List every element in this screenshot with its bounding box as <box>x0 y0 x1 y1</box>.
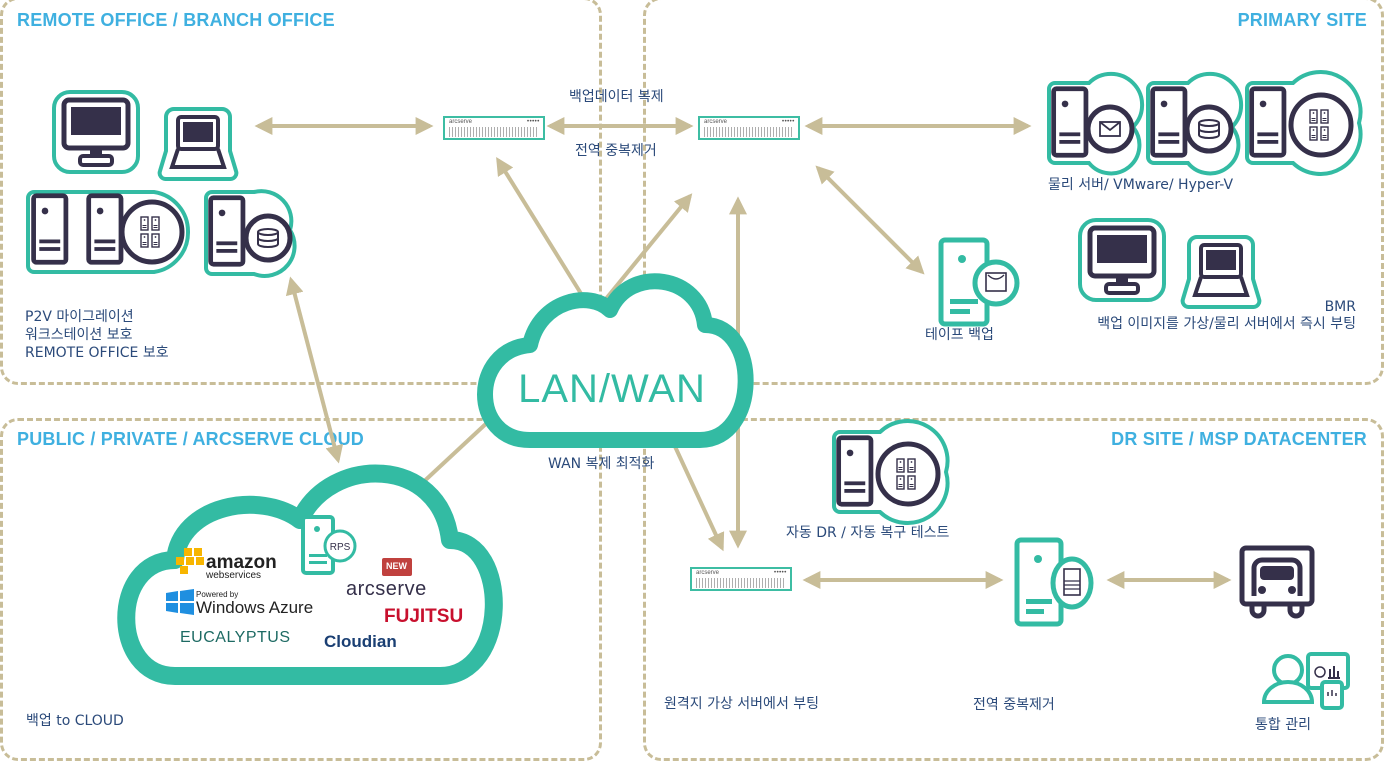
remote-boot-caption: 원격지 가상 서버에서 부팅 <box>664 696 820 712</box>
cloud-caption: 백업 to CLOUD <box>26 713 124 729</box>
cloudian-logo: Cloudian <box>324 632 397 651</box>
virtualization-server-icon <box>1245 70 1363 176</box>
database-server-icon <box>1146 71 1244 176</box>
server-cluster-icon <box>26 190 191 274</box>
appliance-leds: ••••• <box>773 569 787 576</box>
dedup-storage-server-icon <box>1014 537 1094 627</box>
primary-appliance: arcserve ••••• <box>698 116 800 140</box>
rps-label: RPS <box>330 542 351 553</box>
remote-office-icons <box>26 0 297 278</box>
appliance-vent <box>449 127 539 137</box>
tape-server-icon <box>938 237 1020 327</box>
arcserve-logo: arcserve <box>346 578 427 600</box>
tape-backup-caption: 테이프 백업 <box>925 327 994 343</box>
dedup-label: 전역 중복제거 <box>575 143 657 159</box>
bmr-caption: 백업 이미지를 가상/물리 서버에서 즉시 부팅 <box>1097 316 1356 332</box>
replication-label: 백업데이터 복제 <box>569 89 664 105</box>
appliance-leds: ••••• <box>781 118 795 125</box>
zone-primary-site <box>643 0 1384 385</box>
arrow-lan-to-remote-appliance <box>496 156 587 302</box>
lan-wan-label: LAN/WAN <box>518 367 706 411</box>
amazon-logo: amazon <box>206 552 277 573</box>
database-server-icon <box>204 189 297 278</box>
cloud-shape-icon <box>477 273 754 448</box>
eucalyptus-logo: EUCALYPTUS <box>180 629 291 646</box>
cloud-title: PUBLIC / PRIVATE / ARCSERVE CLOUD <box>17 429 364 449</box>
truck-icon <box>1239 545 1315 619</box>
auto-dr-caption: 자동 DR / 자동 복구 테스트 <box>786 525 950 541</box>
auto-dr-server-icon <box>832 419 950 525</box>
dr-appliance: arcserve ••••• <box>690 567 792 591</box>
remote-office-caption-2: 워크스테이션 보호 <box>25 327 133 343</box>
new-badge: NEW <box>386 561 407 571</box>
primary-site-title: PRIMARY SITE <box>1237 10 1367 30</box>
amazon-cubes-icon <box>176 548 204 574</box>
management-caption: 통합 관리 <box>1255 717 1311 733</box>
dr-site-title: DR SITE / MSP DATACENTER <box>1111 429 1367 449</box>
appliance-brand: arcserve <box>449 119 473 125</box>
arrow-lan-to-primary-appliance <box>603 193 693 302</box>
new-badge-bg <box>382 558 412 576</box>
remote-office-caption-3: REMOTE OFFICE 보호 <box>25 345 169 361</box>
appliance-brand: arcserve <box>704 119 728 125</box>
bmr-label: BMR <box>1324 299 1356 315</box>
azure-windows-icon <box>166 589 194 615</box>
remote-office-title: REMOTE OFFICE / BRANCH OFFICE <box>17 10 335 30</box>
arrow-lan-to-dr-appliance <box>670 439 725 552</box>
appliance-vent <box>704 127 794 137</box>
public-cloud: RPS <box>117 464 503 685</box>
dr-dedup-caption: 전역 중복제거 <box>973 697 1055 713</box>
primary-site-icons <box>938 70 1363 327</box>
azure-logo-prefix: Powered by <box>196 590 239 599</box>
rps-server-icon: RPS <box>301 515 357 575</box>
remote-office-caption-1: P2V 마이그레이션 <box>25 309 134 325</box>
zone-dr-site <box>643 418 1384 761</box>
remote-appliance: arcserve ••••• <box>443 116 545 140</box>
appliance-vent <box>696 578 786 588</box>
primary-servers-caption: 물리 서버/ VMware/ Hyper-V <box>1048 177 1234 193</box>
amazon-logo-sub: webservices <box>206 570 262 581</box>
fujitsu-logo: FUJITSU <box>384 606 464 627</box>
appliance-leds: ••••• <box>526 118 540 125</box>
wan-caption: WAN 복제 최적화 <box>548 456 655 472</box>
azure-logo: Windows Azure <box>196 598 314 617</box>
management-user-icon <box>1261 652 1350 710</box>
mail-server-icon <box>1047 71 1145 176</box>
arrow-remote-to-cloud <box>285 276 344 464</box>
arrow-appliance-to-tape <box>815 165 925 275</box>
appliance-brand: arcserve <box>696 570 720 576</box>
